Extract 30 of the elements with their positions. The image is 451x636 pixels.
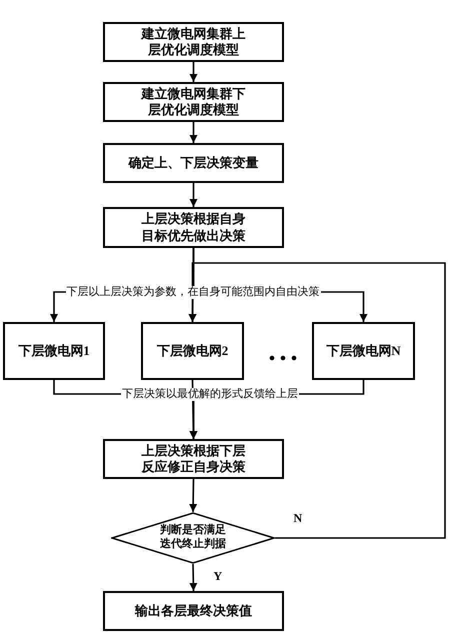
arrow [189,564,198,592]
step-text: 输出各层最终决策值 [135,602,252,620]
step-text: 判断是否满足迭代终止判据 [158,524,227,552]
step-text: 上层决策根据自身目标优先做出决策 [140,211,246,244]
edge-label: 下层以上层决策为参数，在自身可能范围内自由决策 [66,286,320,299]
process-box [103,439,284,479]
step-text: 建立微电网集群下层优化调度模型 [140,86,246,118]
process-box [312,322,415,380]
process-box [103,207,284,248]
process-box [141,322,244,380]
arrow [190,183,198,207]
arrow [190,122,198,143]
step-text: 建立微电网集群上层优化调度模型 [140,26,246,58]
process-box [103,82,284,122]
edge-label: 下层决策以最优解的形式反馈给上层 [121,388,299,401]
edge-label: N [292,511,304,526]
process-box [103,143,284,183]
step-text: 下层微电网N [326,342,401,360]
step-text: 下层微电网2 [156,342,228,360]
decision-diamond [111,512,275,564]
step-text: 确定上、下层决策变量 [128,154,258,172]
arrow [190,62,198,82]
process-box [103,22,284,62]
step-text: 下层微电网1 [18,342,90,360]
process-box [103,591,284,631]
process-box [3,322,105,380]
step-text: 上层决策根据下层反应修正自身决策 [140,442,246,476]
arrow [188,262,446,539]
edge-label: Y [212,569,224,584]
arrow [189,478,198,512]
